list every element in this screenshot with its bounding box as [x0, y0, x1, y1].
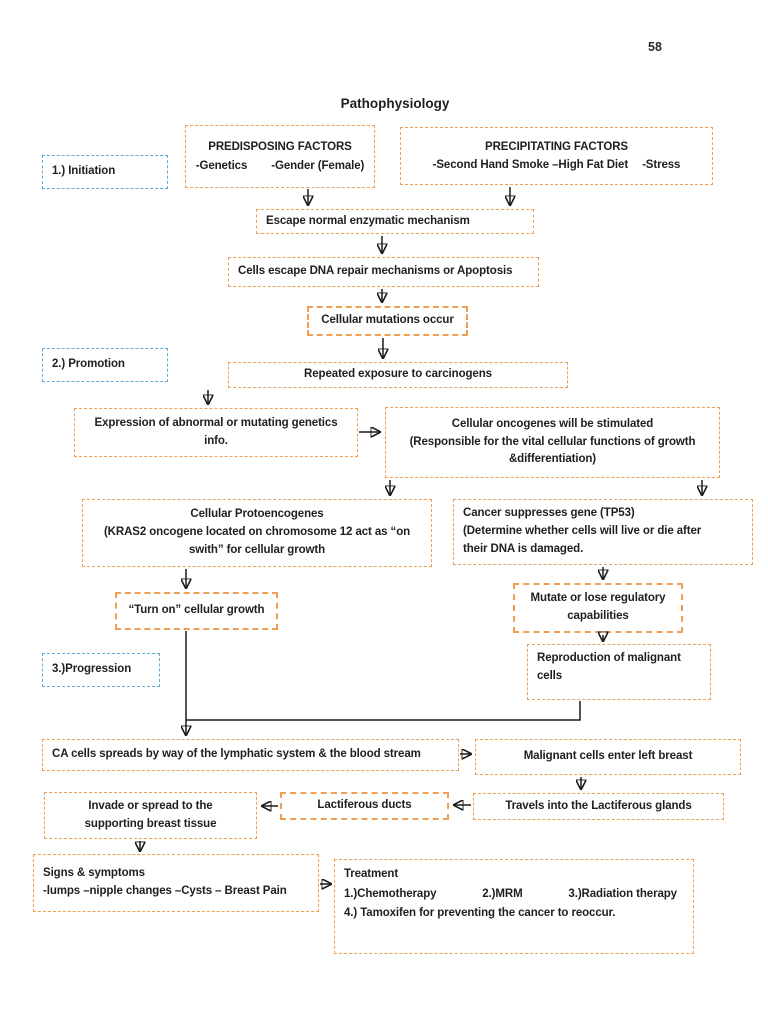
node-expression-abnormal-genetics: Expression of abnormal or mutating genet…	[74, 408, 358, 457]
stage-label: 3.)Progression	[52, 663, 132, 676]
node-mutate-lose-regulatory: Mutate or lose regulatory capabilities	[513, 583, 683, 633]
stage-progression: 3.)Progression	[42, 653, 160, 687]
node-predisposing-factors: PREDISPOSING FACTORS -Genetics -Gender (…	[185, 125, 375, 188]
node-ca-cells-spread: CA cells spreads by way of the lymphatic…	[42, 739, 459, 771]
node-cells-escape-dna-repair: Cells escape DNA repair mechanisms or Ap…	[228, 257, 539, 287]
node-cellular-mutations: Cellular mutations occur	[307, 306, 468, 336]
node-turn-on-growth: “Turn on” cellular growth	[115, 592, 278, 630]
node-escape-enzymatic: Escape normal enzymatic mechanism	[256, 209, 534, 234]
node-invade-breast-tissue: Invade or spread to the supporting breas…	[44, 792, 257, 839]
node-line: -Second Hand Smoke –High Fat Diet -Stres…	[432, 159, 681, 171]
stage-promotion: 2.) Promotion	[42, 348, 168, 382]
node-cellular-oncogenes: Cellular oncogenes will be stimulated (R…	[385, 407, 720, 478]
page-number: 58	[648, 40, 662, 54]
node-travels-lactiferous-glands: Travels into the Lactiferous glands	[473, 793, 724, 820]
stage-initiation: 1.) Initiation	[42, 155, 168, 189]
node-precipitating-factors: PRECIPITATING FACTORS -Second Hand Smoke…	[400, 127, 713, 185]
page-title: Pathophysiology	[340, 96, 450, 111]
node-repeated-exposure: Repeated exposure to carcinogens	[228, 362, 568, 388]
stage-label: 2.) Promotion	[52, 358, 125, 371]
node-heading: Treatment	[344, 868, 399, 880]
node-heading: PRECIPITATING FACTORS	[485, 140, 628, 153]
connector-reproduction-join	[186, 701, 581, 721]
node-malignant-enter-breast: Malignant cells enter left breast	[475, 739, 741, 775]
node-treatment: Treatment 1.)Chemotherapy 2.)MRM 3.)Radi…	[334, 859, 694, 954]
node-line: -Genetics -Gender (Female)	[195, 159, 365, 172]
node-signs-symptoms: Signs & symptoms -lumps –nipple changes …	[33, 854, 319, 912]
node-line: 1.)Chemotherapy 2.)MRM 3.)Radiation ther…	[344, 887, 677, 900]
node-cancer-suppresses-gene: Cancer suppresses gene (TP53) (Determine…	[453, 499, 753, 565]
node-lactiferous-ducts: Lactiferous ducts	[280, 792, 449, 820]
node-heading: PREDISPOSING FACTORS	[208, 141, 352, 154]
stage-label: 1.) Initiation	[52, 165, 116, 178]
node-cellular-protoencogenes: Cellular Protoencogenes (KRAS2 oncogene …	[82, 499, 432, 567]
node-reproduction-malignant-cells: Reproduction of malignant cells	[527, 644, 711, 700]
